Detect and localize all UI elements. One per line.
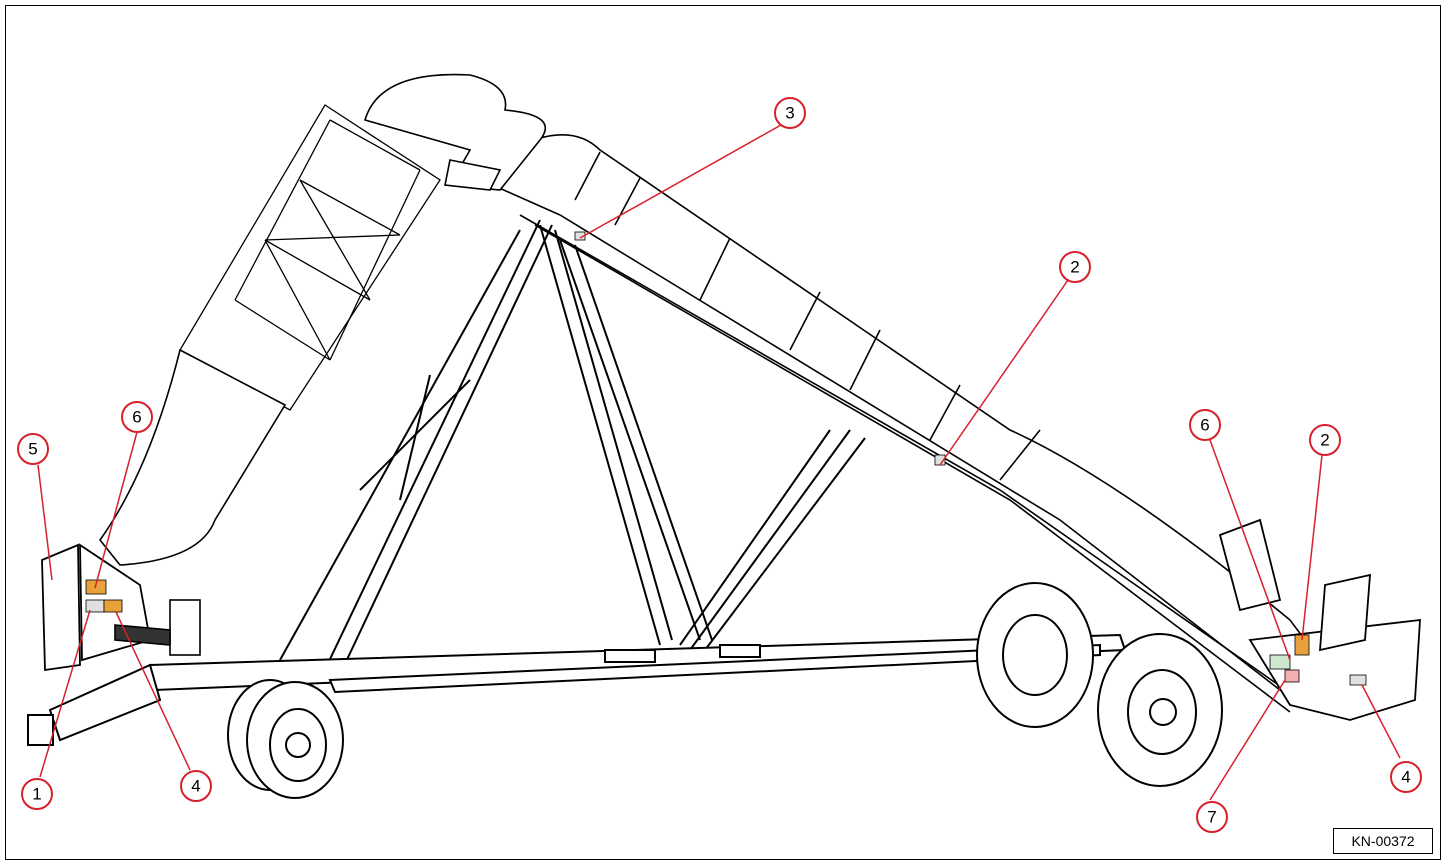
chassis xyxy=(27,633,1127,746)
callout-7-label: 7 xyxy=(1207,808,1216,827)
callout-labels: 3 2 6 5 1 4 6 2 4 7 xyxy=(28,104,1410,827)
callout-4-left xyxy=(180,770,212,802)
callout-2-right-label: 2 xyxy=(1320,431,1329,450)
callout-6-right xyxy=(1189,409,1221,441)
callout-3-label: 3 xyxy=(785,104,794,123)
spout-lattice xyxy=(179,104,441,411)
reference-code: KN-00372 xyxy=(1333,828,1433,854)
lower-chute xyxy=(98,348,287,566)
discharge-hood xyxy=(364,73,546,191)
callout-2-upper-label: 2 xyxy=(1070,258,1079,277)
figure-frame xyxy=(5,5,1441,860)
callout-5-label: 5 xyxy=(28,440,37,459)
callout-2-upper xyxy=(1059,251,1091,283)
callout-1-label: 1 xyxy=(32,785,41,804)
callout-4-left-label: 4 xyxy=(191,777,200,796)
callout-3 xyxy=(774,97,806,129)
callout-4-right-label: 4 xyxy=(1401,768,1410,787)
support-frame xyxy=(279,219,866,686)
callouts xyxy=(17,97,1422,833)
decals xyxy=(85,231,1367,686)
callout-4-right xyxy=(1390,761,1422,793)
callout-1 xyxy=(21,778,53,810)
rear-wheels xyxy=(227,679,344,799)
callout-7 xyxy=(1196,801,1228,833)
callout-leaders xyxy=(37,124,1401,801)
callout-6-right-label: 6 xyxy=(1200,416,1209,435)
callout-2-right xyxy=(1309,424,1341,456)
front-wheels xyxy=(976,582,1223,787)
drive-motor xyxy=(114,599,201,656)
callout-5 xyxy=(17,433,49,465)
callout-6-left-label: 6 xyxy=(132,408,141,427)
callout-6-left xyxy=(121,401,153,433)
